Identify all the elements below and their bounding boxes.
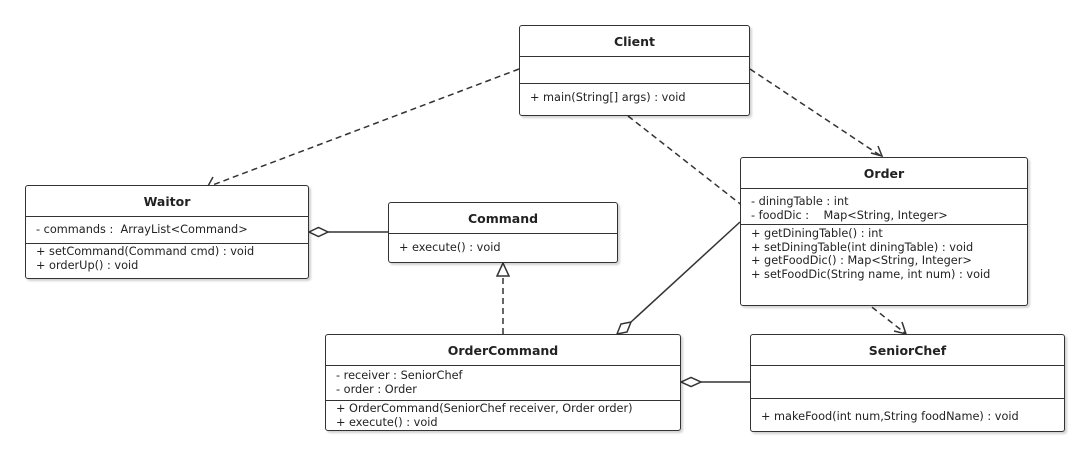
- methods-section: + OrderCommand(SeniorChef receiver, Orde…: [326, 401, 680, 430]
- method: + setDiningTable(int diningTable) : void: [751, 240, 974, 254]
- attribute: - commands : ArrayList<Command>: [36, 223, 248, 236]
- methods-section: + makeFood(int num,String foodName) : vo…: [751, 399, 1064, 426]
- class-waitor[interactable]: Waitor - commands : ArrayList<Command> +…: [25, 185, 309, 279]
- class-name: Waitor: [26, 186, 308, 217]
- method: + setCommand(Command cmd) : void: [36, 245, 255, 258]
- method: + execute() : void: [399, 241, 501, 254]
- attributes-section: - receiver : SeniorChef - order : Order: [326, 366, 680, 401]
- attribute: - foodDic : Map<String, Integer>: [751, 208, 948, 222]
- class-name: SeniorChef: [751, 335, 1064, 366]
- attribute: - order : Order: [336, 382, 417, 396]
- class-ordercommand[interactable]: OrderCommand - receiver : SeniorChef - o…: [325, 334, 681, 431]
- method: + orderUp() : void: [36, 258, 139, 272]
- attributes-section: [520, 57, 749, 84]
- class-name: Order: [741, 158, 1027, 189]
- attributes-section: - diningTable : int - foodDic : Map<Stri…: [741, 189, 1027, 225]
- attributes-section: - commands : ArrayList<Command>: [26, 217, 308, 244]
- attribute: - diningTable : int: [751, 195, 849, 208]
- class-name: Command: [389, 203, 617, 234]
- class-name: OrderCommand: [326, 335, 680, 366]
- method: + getDiningTable() : int: [751, 227, 883, 240]
- aggregation-ordercommand-order: [615, 221, 741, 336]
- method: + getFoodDic() : Map<String, Integer>: [751, 254, 972, 267]
- class-order[interactable]: Order - diningTable : int - foodDic : Ma…: [740, 157, 1028, 306]
- methods-section: + main(String[] args) : void: [520, 84, 749, 107]
- method: + OrderCommand(SeniorChef receiver, Orde…: [336, 402, 633, 415]
- realization-ordercommand-command: [495, 261, 511, 334]
- aggregation-waitor-command: [307, 226, 388, 238]
- method: + setFoodDic(String name, int num) : voi…: [751, 267, 991, 281]
- methods-section: + execute() : void: [389, 234, 617, 257]
- methods-section: + getDiningTable() : int + setDiningTabl…: [741, 225, 1027, 283]
- methods-section: + setCommand(Command cmd) : void + order…: [26, 244, 308, 274]
- method: + main(String[] args) : void: [530, 91, 686, 104]
- class-name: Client: [520, 26, 749, 57]
- method: + makeFood(int num,String foodName) : vo…: [761, 410, 1019, 423]
- attribute: - receiver : SeniorChef: [336, 369, 463, 382]
- aggregation-ordercommand-seniorchef: [679, 376, 750, 388]
- class-seniorchef[interactable]: SeniorChef + makeFood(int num,String foo…: [750, 334, 1065, 432]
- method: + execute() : void: [336, 415, 438, 429]
- attributes-section: [751, 366, 1064, 399]
- class-client[interactable]: Client + main(String[] args) : void: [519, 25, 750, 116]
- dependency-client-waitor: [206, 68, 520, 190]
- dependency-client-order: [749, 68, 884, 158]
- class-command[interactable]: Command + execute() : void: [388, 202, 618, 263]
